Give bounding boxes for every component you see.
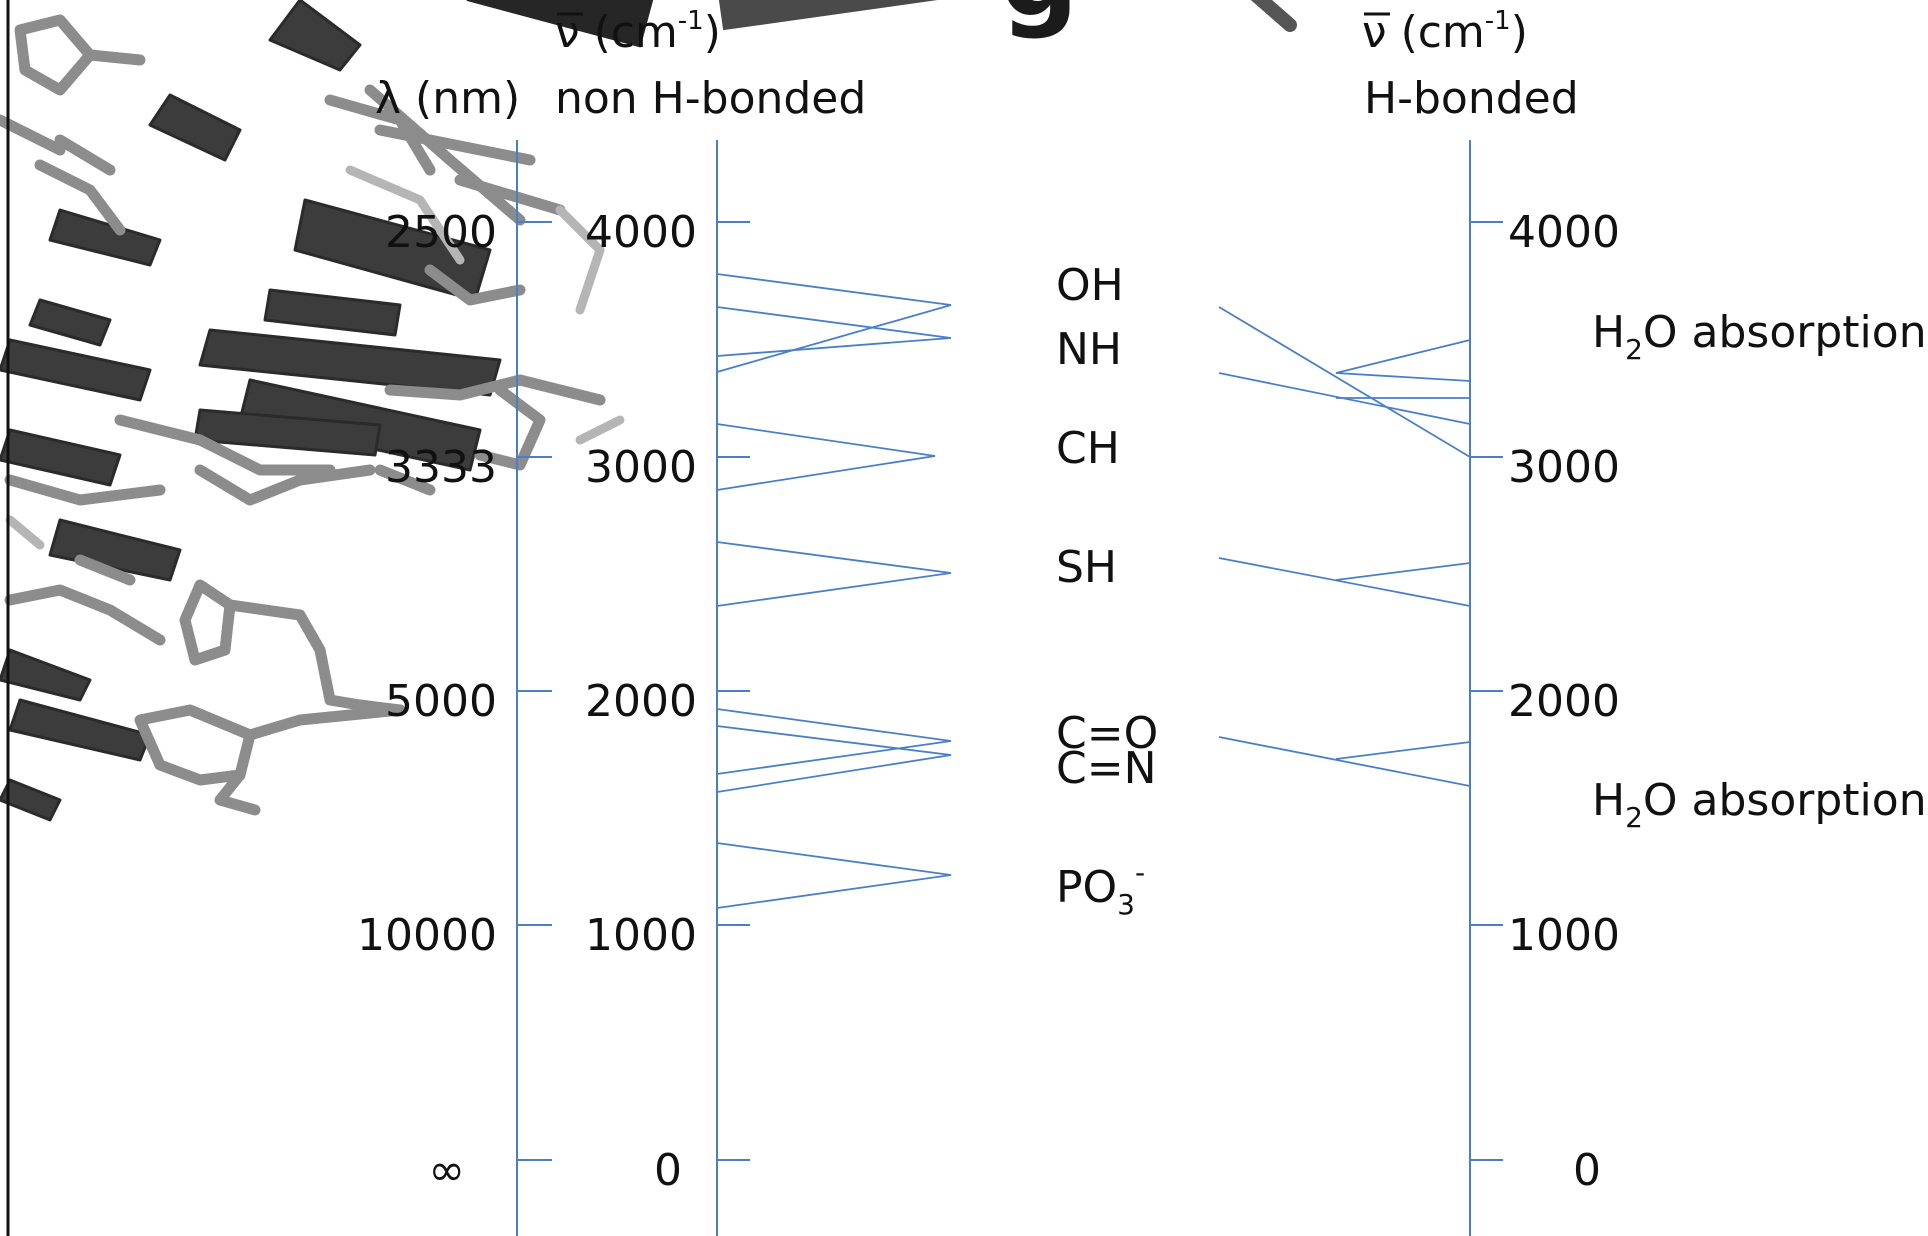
wavelength-tick-labels: 2500 3333 5000 10000 ∞ xyxy=(357,207,497,1196)
wavelength-tick-label: 5000 xyxy=(385,676,497,727)
left-wavenumber-tick-label: 2000 xyxy=(585,676,697,727)
wavelength-tick-label: 3333 xyxy=(385,442,497,493)
wavelength-tick-label: 2500 xyxy=(385,207,497,258)
group-label-cn: C=N xyxy=(1056,743,1157,794)
left-wavenumber-tick-label: 1000 xyxy=(585,910,697,961)
left-wavenumber-tick-labels: 4000 3000 2000 1000 0 xyxy=(585,207,697,1196)
functional-group-labels: OH NH CH SH C=O C=N PO3- xyxy=(1056,260,1158,921)
axes xyxy=(516,140,1503,1236)
right-subheader: H-bonded xyxy=(1364,73,1579,124)
wavelength-tick-label: 10000 xyxy=(357,910,497,961)
group-label-sh: SH xyxy=(1056,542,1117,593)
wavelength-header: λ (nm) xyxy=(375,73,520,124)
left-wavenumber-tick-label: 3000 xyxy=(585,442,697,493)
water-absorption-lower: H2O absorption xyxy=(1592,775,1927,834)
hbonded-correlation-lines xyxy=(1218,306,1471,787)
group-label-ch: CH xyxy=(1056,423,1120,474)
group-label-nh: NH xyxy=(1056,324,1122,375)
left-wavenumber-tick-label: 4000 xyxy=(585,207,697,258)
right-wavenumber-tick-label: 2000 xyxy=(1508,676,1620,727)
wavelength-tick-label: ∞ xyxy=(428,1145,465,1196)
right-wavenumber-tick-labels: 4000 3000 2000 1000 0 xyxy=(1508,207,1620,1196)
right-wavenumber-tick-label: 3000 xyxy=(1508,442,1620,493)
right-wavenumber-tick-label: 4000 xyxy=(1508,207,1620,258)
left-wavenumber-tick-label: 0 xyxy=(654,1145,682,1196)
group-label-co: C=O xyxy=(1056,708,1158,759)
water-absorption-upper: H2O absorption xyxy=(1592,307,1927,366)
dna-molecule-background: g xyxy=(0,0,1297,822)
non-hbonded-correlation-lines xyxy=(716,273,952,909)
left-subheader: non H-bonded xyxy=(555,73,866,124)
group-label-oh: OH xyxy=(1056,260,1124,311)
title-fragment-g: g xyxy=(1000,0,1079,41)
right-wavenumber-tick-label: 0 xyxy=(1573,1145,1601,1196)
group-label-po3: PO3- xyxy=(1056,856,1145,921)
water-absorption-labels: H2O absorption H2O absorption xyxy=(1592,307,1927,834)
right-wavenumber-tick-label: 1000 xyxy=(1508,910,1620,961)
axis-headers: λ (nm) ν (cm-1) non H-bonded ν (cm-1) H-… xyxy=(375,6,1579,124)
